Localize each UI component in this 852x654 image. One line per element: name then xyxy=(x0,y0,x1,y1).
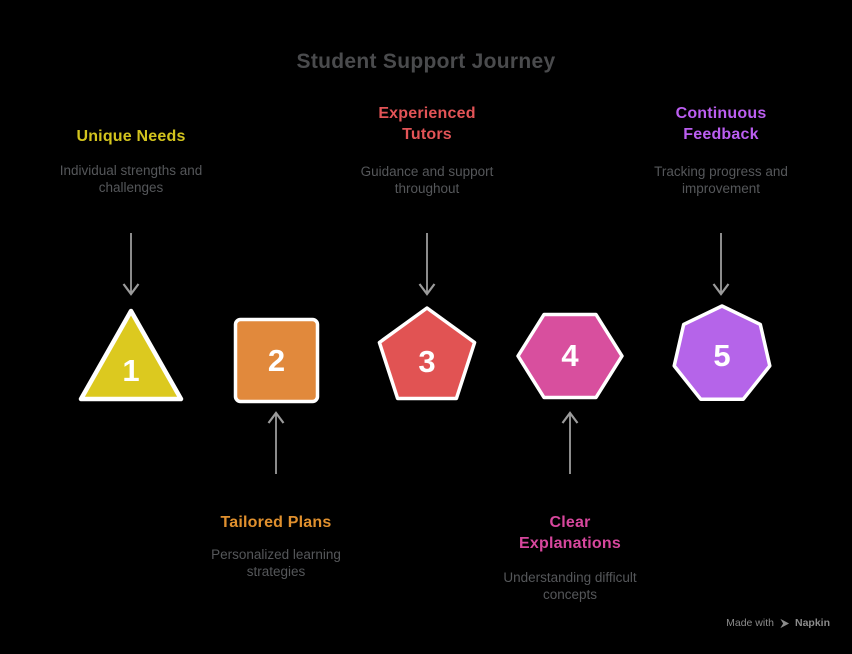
triangle-icon xyxy=(78,308,184,402)
step-4-number: 4 xyxy=(561,338,579,373)
step-3-shape-pentagon: 3 xyxy=(376,303,478,407)
step-3-description: Guidance and support throughout xyxy=(360,164,494,196)
step-2-shape-square: 2 xyxy=(233,317,320,404)
step-2-heading: Tailored Plans xyxy=(220,514,332,531)
hexagon-icon xyxy=(516,312,624,400)
step-1-shape-triangle: 1 xyxy=(76,306,186,404)
step-5-number: 5 xyxy=(713,338,731,373)
square-icon xyxy=(233,317,320,404)
napkin-logo-icon xyxy=(780,618,790,628)
arrow-up-icon xyxy=(561,411,579,474)
brand-label: Napkin xyxy=(794,617,830,629)
arrow-down-icon xyxy=(418,233,436,296)
step-1-number: 1 xyxy=(122,353,140,388)
step-4-heading: Clear Explanations xyxy=(519,514,621,552)
arrow-down-icon xyxy=(712,233,730,296)
made-with-label: Made with xyxy=(726,617,774,629)
step-1-heading: Unique Needs xyxy=(76,128,186,145)
step-5-heading: Continuous Feedback xyxy=(675,105,767,143)
made-with-napkin-badge[interactable]: Made with Napkin xyxy=(726,617,830,629)
step-2-description: Personalized learning strategies xyxy=(211,547,341,579)
arrow-up-icon xyxy=(267,411,285,474)
page-title: Student Support Journey xyxy=(296,50,556,73)
step-5-shape-heptagon: 5 xyxy=(671,301,773,405)
pentagon-icon xyxy=(377,306,477,401)
step-1-description: Individual strengths and challenges xyxy=(59,163,203,195)
step-2-number: 2 xyxy=(267,342,286,378)
step-4-description: Understanding difficult concepts xyxy=(503,570,637,602)
step-5-description: Tracking progress and improvement xyxy=(654,164,788,196)
step-3-number: 3 xyxy=(418,344,436,379)
step-4-shape-hexagon: 4 xyxy=(515,311,625,401)
heptagon-icon xyxy=(672,304,772,401)
arrow-down-icon xyxy=(122,233,140,296)
step-3-heading: Experienced Tutors xyxy=(378,105,476,143)
